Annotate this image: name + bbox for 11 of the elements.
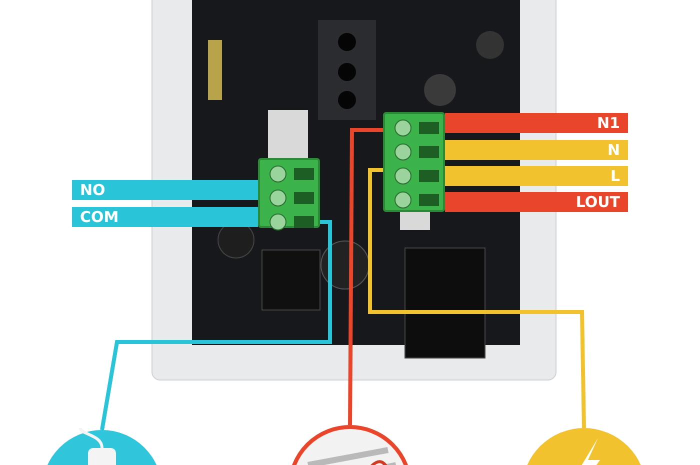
wire-label: N: [445, 140, 628, 160]
wire: [348, 128, 383, 426]
wire-label: LOUT: [445, 192, 628, 212]
terminal-block: [258, 158, 320, 228]
terminal-block: [383, 112, 445, 212]
wire-label: L: [445, 166, 628, 186]
wire: [368, 168, 586, 428]
wire-label: NO: [72, 180, 258, 200]
wire: [100, 220, 332, 430]
wire-label: COM: [72, 207, 258, 227]
wire-label: N1: [445, 113, 628, 133]
